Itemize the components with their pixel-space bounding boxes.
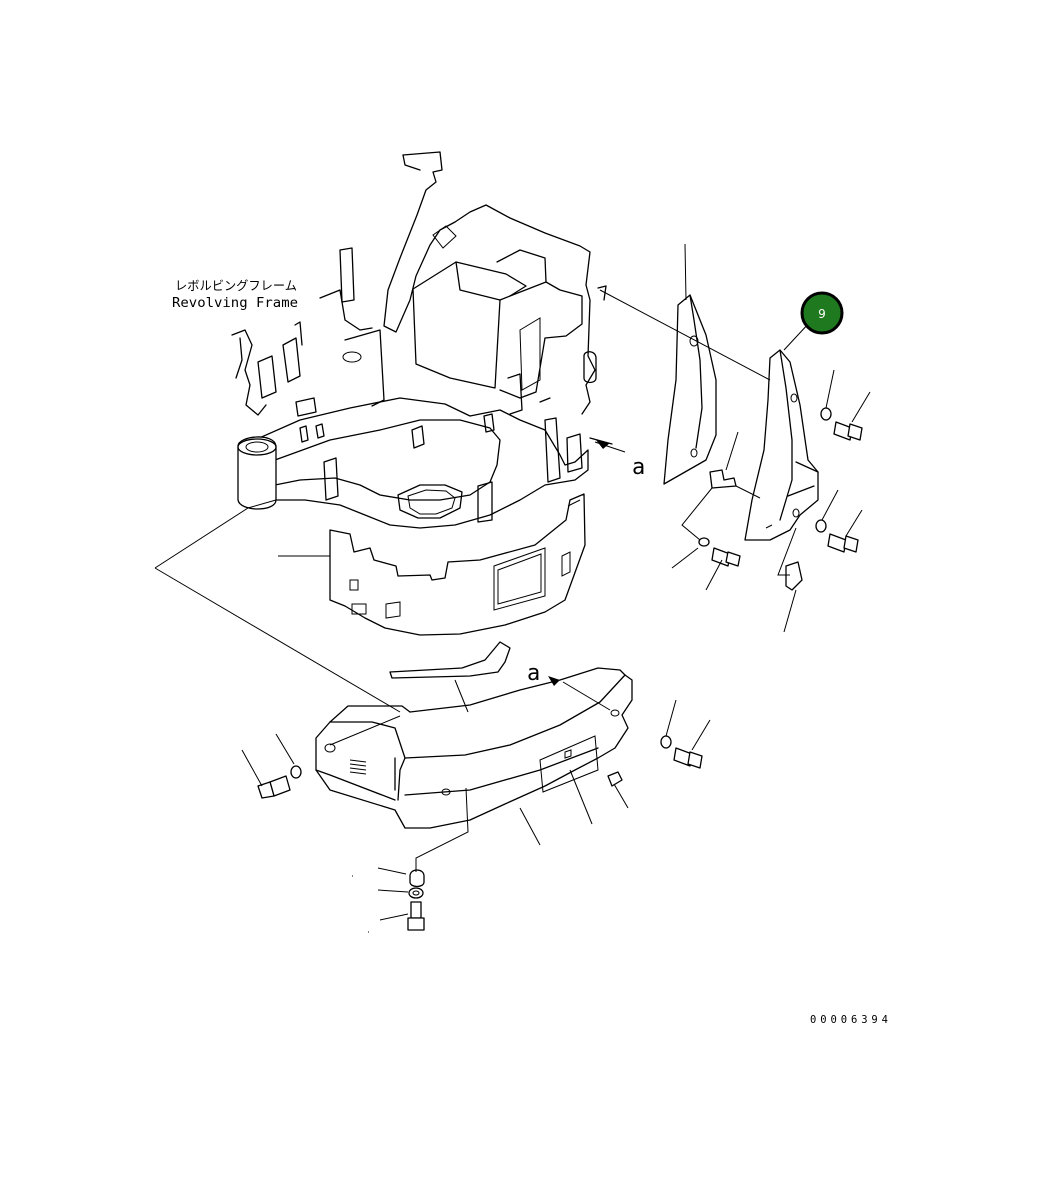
view-arrows [548,440,610,686]
hardware [257,407,863,931]
view-label-a-lower: a [527,661,540,686]
drawing-number: 00006394 [810,1014,888,1026]
view-label-a-upper: a [632,455,645,480]
revolving-frame [231,151,613,529]
side-cover-part-9 [744,349,819,541]
cover-bracket [389,641,511,679]
counterweight [315,667,633,829]
callout-number: 9 [818,307,826,321]
frame-label-japanese: レボルビングフレーム [175,278,297,293]
frame-label-english: Revolving Frame [172,296,298,311]
callout-badge-9[interactable]: 9 [800,291,844,335]
leader-lines [154,243,871,933]
side-cover-front [663,294,717,485]
counterweight-cover-plate [329,493,586,636]
